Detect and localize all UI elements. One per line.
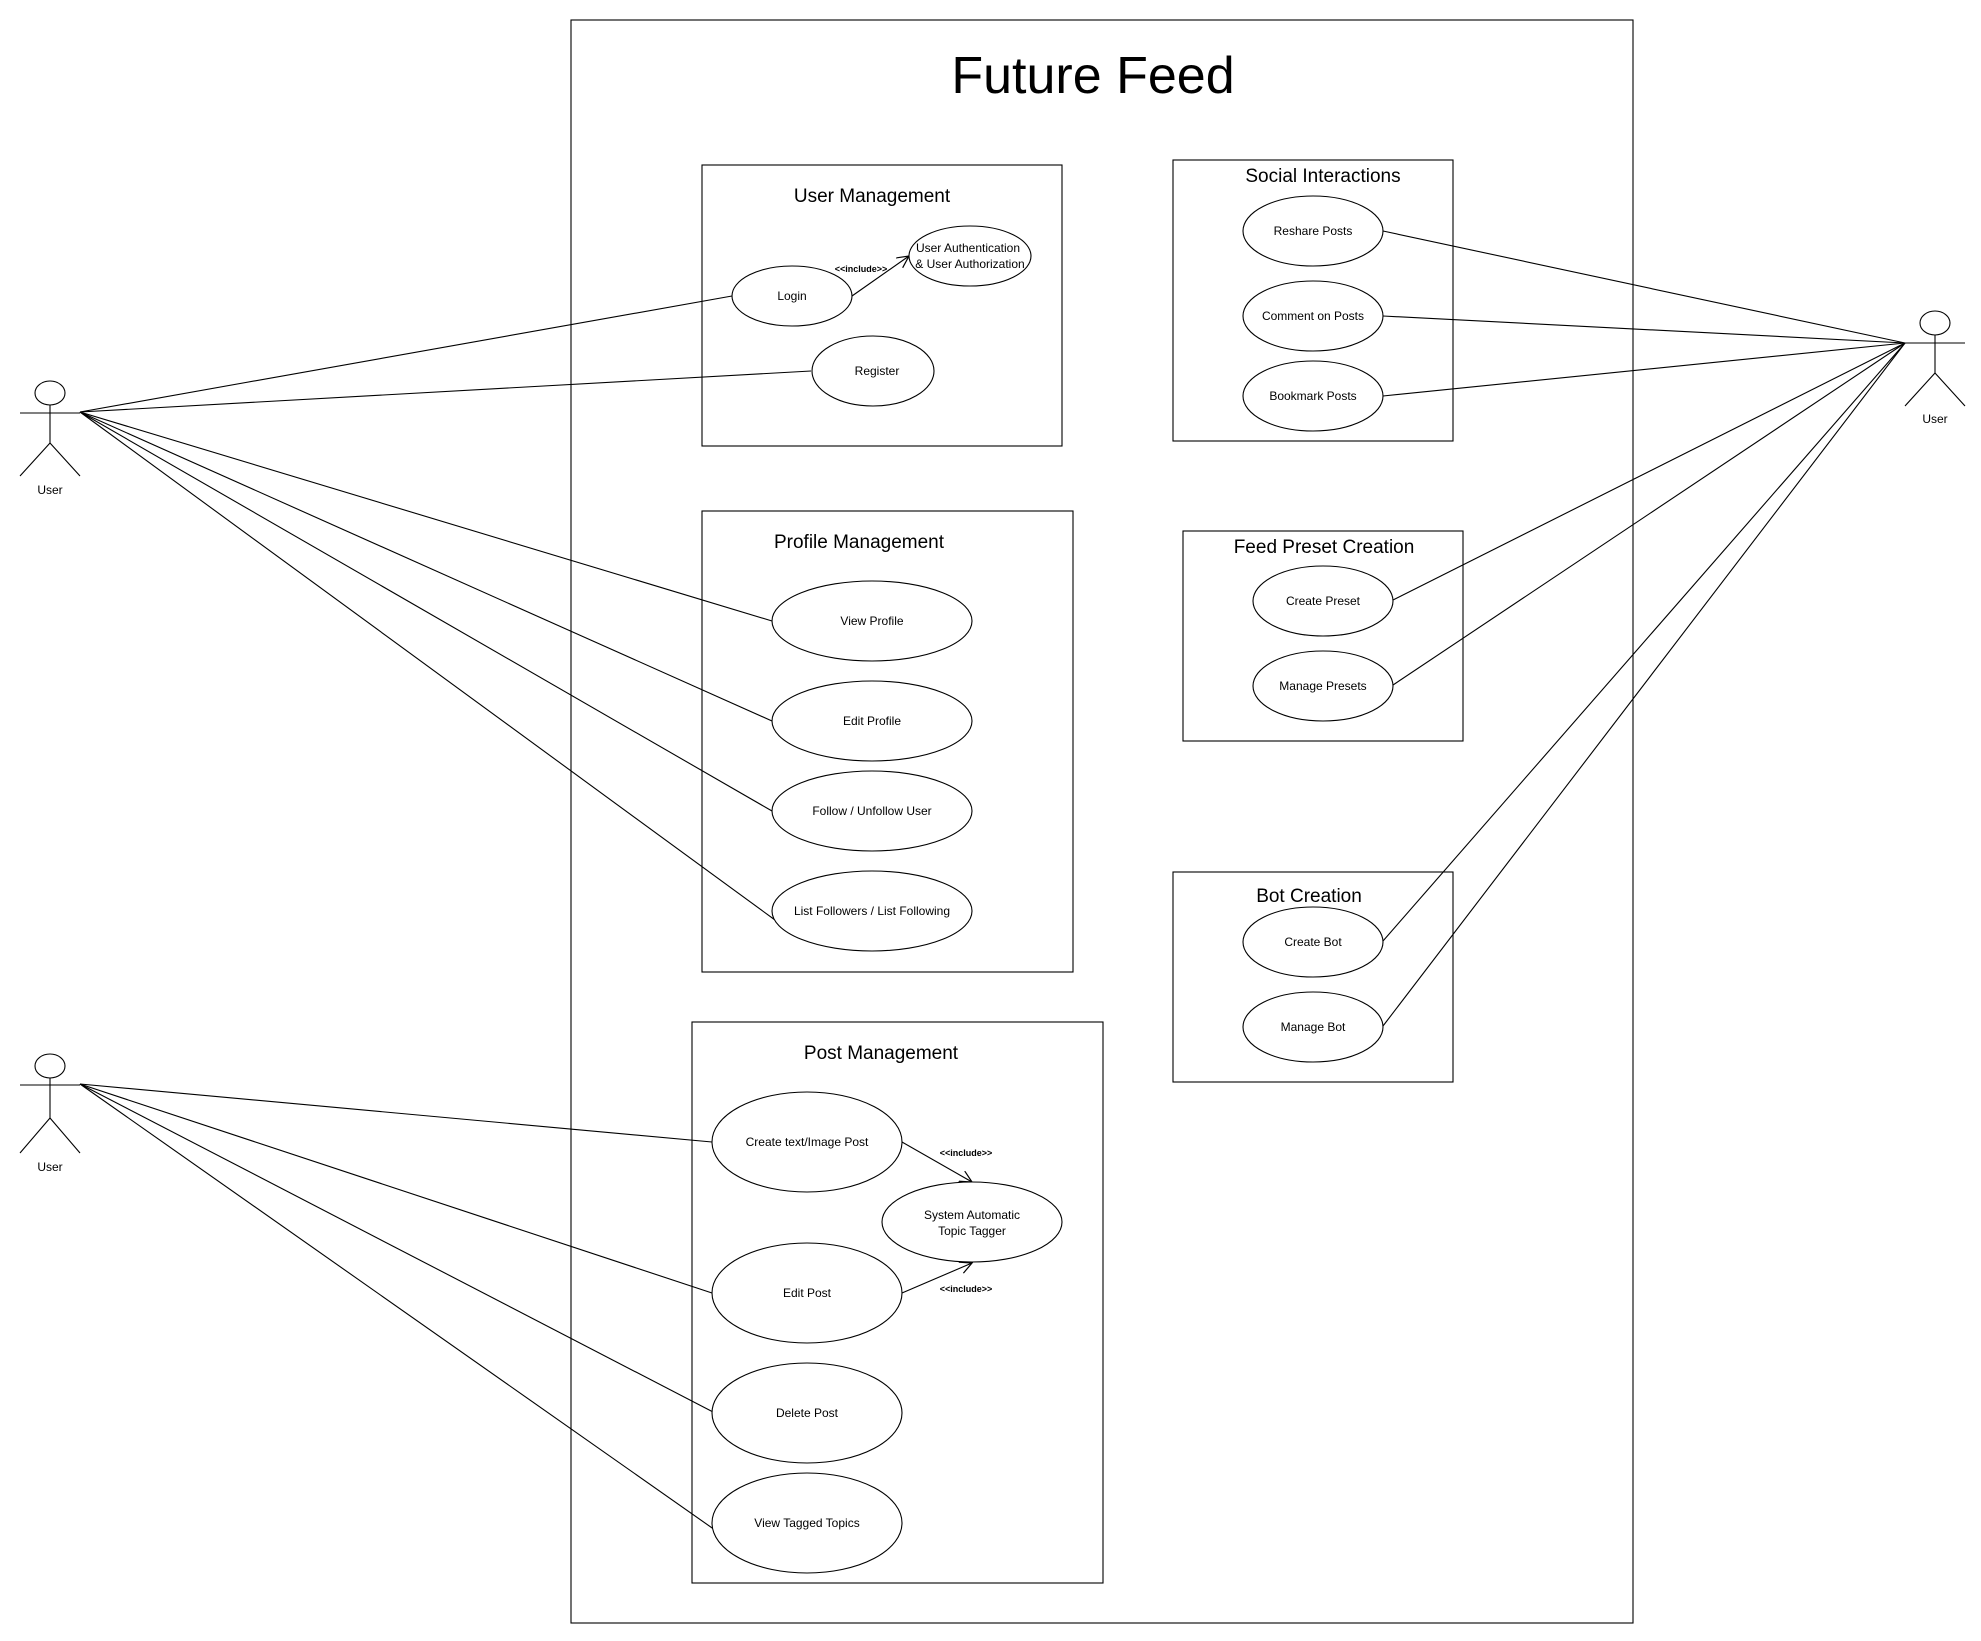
usecase-create-post[interactable] — [711, 1091, 903, 1193]
usecase-view-tagged-topics[interactable] — [711, 1472, 903, 1574]
usecase-label-follow-unfollow: Follow / Unfollow User — [812, 804, 931, 818]
system-boundary — [570, 19, 1634, 1624]
include-arrow-edit-post-tagger — [901, 1263, 972, 1294]
package-user-management — [701, 164, 1063, 447]
usecase-label-manage-bot: Manage Bot — [1281, 1020, 1346, 1034]
usecase-label-view-tagged-topics: View Tagged Topics — [754, 1516, 859, 1530]
include-arrow-create-post-tagger — [901, 1141, 972, 1182]
usecase-label-manage-presets: Manage Presets — [1279, 679, 1366, 693]
usecase-label-auth-line1: User Authentication — [916, 241, 1020, 255]
usecase-follow-unfollow[interactable] — [771, 770, 973, 852]
usecase-label-create-preset: Create Preset — [1286, 594, 1361, 608]
usecase-create-preset[interactable] — [1252, 565, 1394, 637]
usecase-label-delete-post: Delete Post — [776, 1406, 839, 1420]
associations-left-top-actor — [79, 295, 812, 921]
usecase-comment-posts[interactable] — [1242, 280, 1384, 352]
usecase-label-edit-profile: Edit Profile — [843, 714, 901, 728]
usecase-manage-bot[interactable] — [1242, 991, 1384, 1063]
package-bot-creation — [1172, 871, 1454, 1083]
usecase-reshare-posts[interactable] — [1242, 195, 1384, 267]
usecase-user-authentication[interactable] — [908, 225, 1032, 287]
package-social-interactions — [1172, 159, 1454, 442]
include-label-edit-post: <<include>> — [940, 1284, 993, 1294]
usecase-label-tagger-line2: Topic Tagger — [938, 1224, 1006, 1238]
actor-label-right: User — [1922, 412, 1947, 426]
associations-left-bottom-actor — [79, 1083, 716, 1531]
usecase-label-list-followers: List Followers / List Following — [794, 904, 950, 918]
actor-left-top-icon — [19, 380, 81, 477]
package-title-social-interactions: Social Interactions — [1245, 166, 1400, 187]
actor-left-bottom-icon — [19, 1053, 81, 1154]
usecase-label-reshare-posts: Reshare Posts — [1274, 224, 1353, 238]
package-post-management — [691, 1021, 1104, 1584]
usecase-bookmark-posts[interactable] — [1242, 360, 1384, 432]
usecase-label-auth-line2: & User Authorization — [915, 257, 1024, 271]
usecase-create-bot[interactable] — [1242, 906, 1384, 978]
associations-right-actor — [1382, 230, 1906, 1027]
usecase-list-followers[interactable] — [771, 870, 973, 952]
include-label-create-post: <<include>> — [940, 1148, 993, 1158]
usecase-label-create-post: Create text/Image Post — [746, 1135, 869, 1149]
usecase-register[interactable] — [811, 335, 935, 407]
usecase-edit-post[interactable] — [711, 1242, 903, 1344]
package-title-feed-preset-creation: Feed Preset Creation — [1234, 537, 1415, 558]
package-title-user-management: User Management — [794, 186, 951, 207]
system-title: Future Feed — [951, 47, 1234, 105]
usecase-label-register: Register — [855, 364, 900, 378]
usecase-label-tagger-line1: System Automatic — [924, 1208, 1020, 1222]
usecase-label-create-bot: Create Bot — [1284, 935, 1342, 949]
package-feed-preset-creation — [1182, 530, 1464, 742]
usecase-label-login: Login — [777, 289, 806, 303]
include-arrow-login-auth — [851, 256, 909, 297]
usecase-login[interactable] — [731, 265, 853, 327]
include-label-login: <<include>> — [835, 264, 888, 274]
package-title-profile-management: Profile Management — [774, 532, 945, 553]
package-title-bot-creation: Bot Creation — [1256, 886, 1362, 907]
usecase-delete-post[interactable] — [711, 1362, 903, 1464]
usecase-label-bookmark-posts: Bookmark Posts — [1269, 389, 1356, 403]
usecase-label-view-profile: View Profile — [840, 614, 903, 628]
actor-right-icon — [1904, 310, 1966, 407]
usecase-label-edit-post: Edit Post — [783, 1286, 832, 1300]
usecase-edit-profile[interactable] — [771, 680, 973, 762]
usecase-view-profile[interactable] — [771, 580, 973, 662]
usecase-manage-presets[interactable] — [1252, 650, 1394, 722]
actor-label-left-top: User — [37, 483, 62, 497]
actor-label-left-bottom: User — [37, 1160, 62, 1174]
usecase-topic-tagger[interactable] — [881, 1181, 1063, 1263]
package-title-post-management: Post Management — [804, 1043, 959, 1064]
package-profile-management — [701, 510, 1074, 973]
usecase-label-comment-posts: Comment on Posts — [1262, 309, 1364, 323]
